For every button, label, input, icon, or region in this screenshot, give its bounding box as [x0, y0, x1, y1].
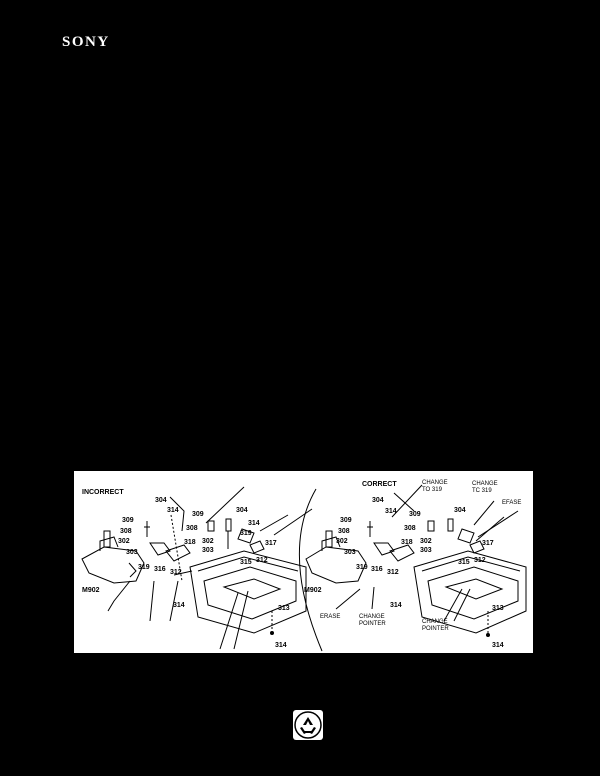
part-number: 314 [385, 508, 397, 515]
part-number: 318 [184, 539, 196, 546]
diagram-linework [81, 484, 527, 652]
part-number: 303 [420, 547, 432, 554]
part-number: 303 [344, 549, 356, 556]
recycle-icon [293, 710, 323, 740]
part-number: 314 [275, 642, 287, 649]
part-number: 319 [240, 530, 252, 537]
part-number: 312 [387, 569, 399, 576]
part-number: 302 [420, 538, 432, 545]
change-pointer-note: CHANGE POINTER [422, 619, 449, 632]
sony-logo: SONY [62, 34, 110, 50]
part-number: 312 [170, 569, 182, 576]
part-number: 313 [278, 605, 290, 612]
erase-note: EFASE [502, 500, 522, 506]
change-pointer-note: CHANGE POINTER [359, 614, 386, 627]
part-number: 312 [256, 557, 268, 564]
part-number: 316 [154, 566, 166, 573]
part-number: 314 [390, 602, 402, 609]
part-number: 308 [186, 525, 198, 532]
part-number: 314 [492, 642, 504, 649]
part-number: 316 [371, 566, 383, 573]
part-number: 304 [155, 497, 167, 504]
part-number: 309 [340, 517, 352, 524]
part-number: 317 [265, 540, 277, 547]
part-number: 303 [202, 547, 214, 554]
incorrect-label: INCORRECT [82, 489, 124, 496]
part-number: 303 [126, 549, 138, 556]
correct-label: CORRECT [362, 481, 397, 488]
part-number: 315 [240, 559, 252, 566]
change-to-319-note: CHANGE TO 319 [422, 480, 448, 493]
part-number: 313 [492, 605, 504, 612]
part-number: 314 [173, 602, 185, 609]
part-number: M902 [82, 587, 100, 594]
part-number: 309 [122, 517, 134, 524]
part-number: 314 [167, 507, 179, 514]
exploded-parts-diagram: INCORRECT CORRECT 304 314 309 308 302 M9… [74, 471, 533, 653]
part-number: 302 [336, 538, 348, 545]
part-number: 308 [404, 525, 416, 532]
part-number: 319 [356, 564, 368, 571]
part-number: 304 [236, 507, 248, 514]
part-number: 304 [454, 507, 466, 514]
part-number: 308 [120, 528, 132, 535]
part-number: 318 [401, 539, 413, 546]
part-number: 308 [338, 528, 350, 535]
part-number: 304 [372, 497, 384, 504]
part-number: 302 [118, 538, 130, 545]
part-number: 302 [202, 538, 214, 545]
part-number: 319 [138, 564, 150, 571]
change-to-319-note: CHANGE TC 319 [472, 481, 498, 494]
part-number: 314 [248, 520, 260, 527]
part-number: 315 [458, 559, 470, 566]
erase-note: ERASE [320, 614, 341, 620]
part-number: 309 [192, 511, 204, 518]
part-number: M902 [304, 587, 322, 594]
part-number: 317 [482, 540, 494, 547]
part-number: 309 [409, 511, 421, 518]
part-number: 312 [474, 557, 486, 564]
